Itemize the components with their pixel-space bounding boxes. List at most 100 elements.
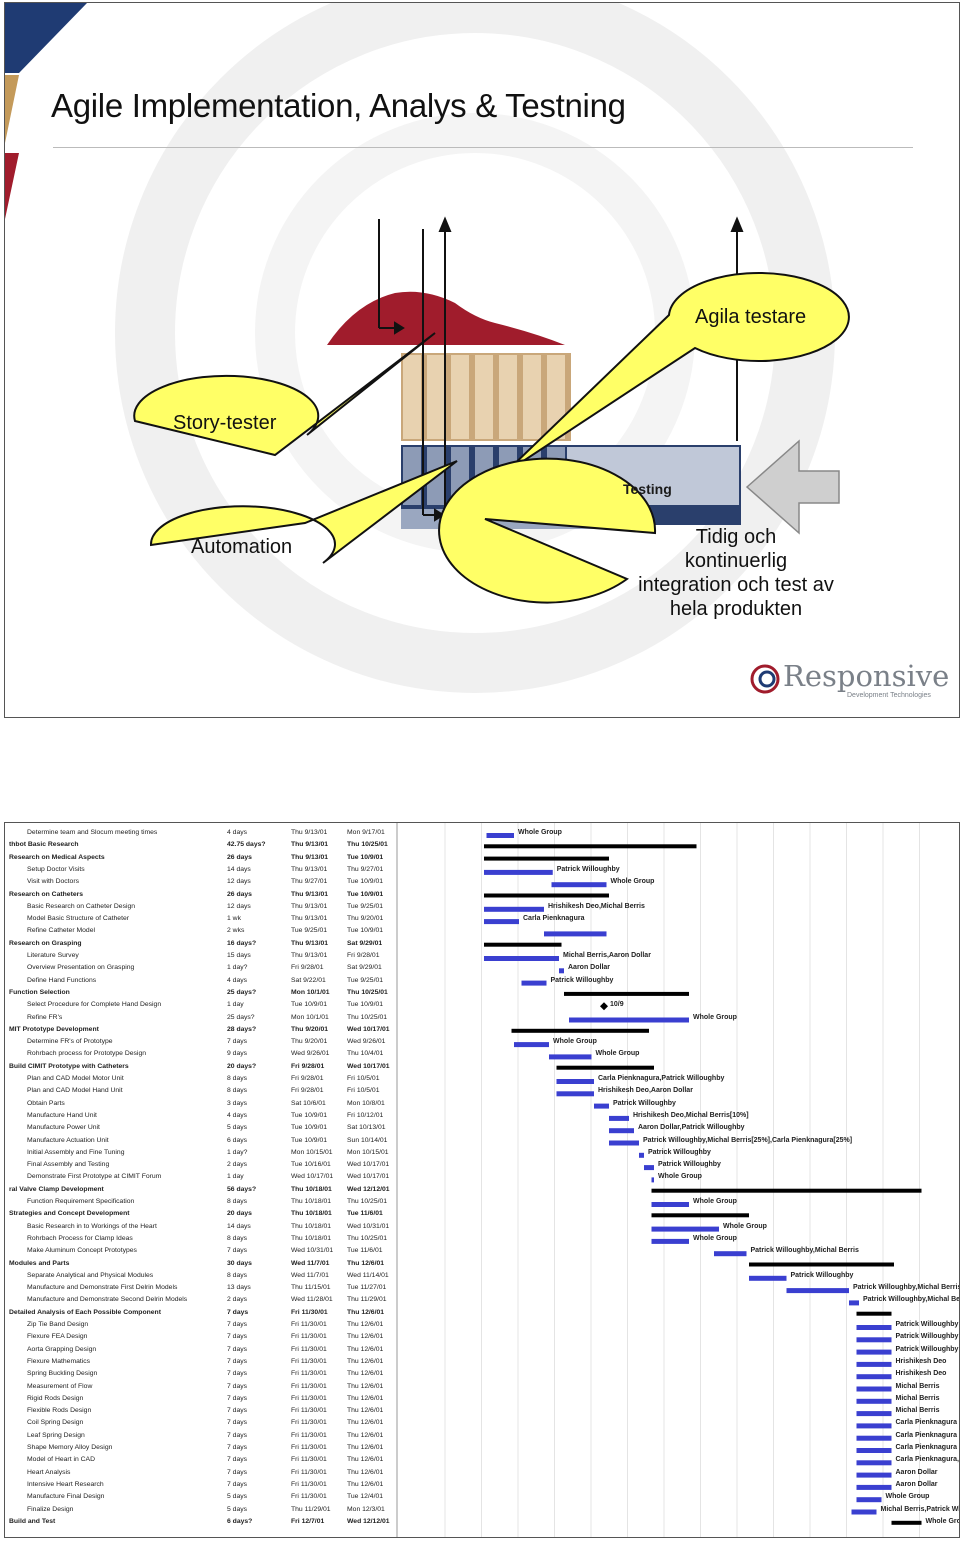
gantt-task-bar: [714, 1251, 747, 1257]
gantt-resource-label: Patrick Willoughby,Michal Berris: [863, 1296, 960, 1304]
bubble-tidig-line-3: integration och test av: [638, 574, 834, 596]
gantt-task-duration: 7 days: [227, 1407, 248, 1415]
gantt-task-finish: Thu 9/20/01: [347, 915, 384, 923]
gantt-task-finish: Thu 12/6/01: [347, 1407, 384, 1415]
gantt-task-duration: 4 days: [227, 829, 248, 836]
gantt-task-duration: 7 days: [227, 1333, 248, 1341]
gantt-resource-label: Whole Group: [518, 829, 562, 836]
gantt-task-duration: 7 days: [227, 1444, 248, 1451]
gantt-task-finish: Thu 10/4/01: [347, 1050, 384, 1058]
gantt-resource-label: Carla Pienknagura,Patrick Willoughby: [598, 1075, 725, 1082]
gantt-resource-label: Whole Group: [925, 1517, 960, 1525]
gantt-task-start: Fri 9/28/01: [291, 1062, 325, 1070]
gantt-task-bar: [556, 1079, 594, 1084]
gantt-task-name: Manufacture and Demonstrate First Delrin…: [27, 1284, 178, 1292]
gantt-task-name: Model of Heart in CAD: [27, 1456, 95, 1464]
gantt-task-start: Thu 9/13/01: [291, 841, 329, 849]
slide-background: [5, 3, 850, 694]
gantt-task-name: Plan and CAD Model Motor Unit: [27, 1075, 124, 1082]
gantt-task-name: Rigid Rods Design: [27, 1394, 84, 1402]
bubble-tidig-line-1: Tidig och: [695, 526, 777, 548]
gantt-resource-label: Carla Pienknagura: [523, 915, 585, 923]
gantt-summary-bar: [484, 856, 609, 861]
gantt-task-finish: Thu 10/25/01: [347, 988, 388, 996]
gantt-resource-label: Whole Group: [693, 1198, 737, 1205]
gantt-task-start: Fri 11/30/01: [291, 1493, 327, 1501]
gantt-task-finish: Tue 11/6/01: [347, 1210, 383, 1218]
gantt-resource-label: Carla Pienknagura,Aaron Dollar: [895, 1456, 960, 1464]
gantt-task-name: Heart Analysis: [27, 1468, 71, 1476]
gantt-summary-bar: [556, 1065, 654, 1070]
testing-label: Testing: [623, 481, 672, 497]
gantt-task-start: Fri 11/30/01: [291, 1394, 327, 1402]
bubble-story-tester: Story-tester: [173, 412, 277, 434]
gantt-resource-label: Patrick Willoughby: [895, 1333, 959, 1341]
gantt-task-name: Make Aluminum Concept Prototypes: [27, 1247, 137, 1255]
gantt-task-duration: 7 days: [227, 1382, 248, 1390]
gantt-task-start: Fri 9/28/01: [291, 1087, 324, 1095]
gantt-task-name: Setup Doctor Visits: [27, 865, 85, 873]
gantt-task-duration: 14 days: [227, 865, 251, 873]
grey-arrow-left: [745, 439, 840, 535]
gantt-task-duration: 8 days: [227, 1234, 248, 1242]
gantt-task-start: Thu 9/13/01: [291, 853, 329, 861]
gantt-task-duration: 9 days: [227, 1050, 248, 1058]
gantt-task-name: Research on Grasping: [9, 939, 82, 947]
gantt-task-bar: [639, 1152, 644, 1158]
gantt-task-name: Manufacture Final Design: [27, 1493, 105, 1501]
gantt-task-start: Fri 11/30/01: [291, 1407, 327, 1415]
gantt-task-finish: Fri 9/28/01: [347, 952, 380, 959]
gantt-task-bar: [856, 1398, 892, 1404]
gantt-task-finish: Thu 12/6/01: [347, 1431, 384, 1439]
gantt-task-duration: 30 days: [227, 1259, 252, 1267]
gantt-task-duration: 7 days: [227, 1431, 248, 1439]
gantt-task-finish: Thu 12/6/01: [347, 1370, 384, 1378]
gantt-task-finish: Mon 10/8/01: [347, 1099, 385, 1107]
bubble-story-shape: [133, 332, 436, 457]
gantt-task-bar: [856, 1423, 892, 1429]
gantt-task-name: Define Hand Functions: [27, 976, 97, 984]
gantt-task-name: Manufacture Hand Unit: [27, 1111, 97, 1119]
gantt-task-start: Tue 10/9/01: [291, 1136, 328, 1144]
gantt-task-bar: [856, 1411, 892, 1417]
gantt-task-duration: 56 days?: [227, 1185, 257, 1193]
gantt-task-finish: Wed 10/17/01: [347, 1025, 390, 1033]
gantt-task-start: Thu 9/20/01: [291, 1038, 328, 1046]
gantt-task-duration: 28 days?: [227, 1025, 257, 1033]
gantt-task-name: Plan and CAD Model Hand Unit: [27, 1087, 123, 1095]
gantt-task-name: Rohrbach Process for Clamp Ideas: [27, 1234, 133, 1242]
gantt-task-finish: Sat 10/13/01: [347, 1124, 386, 1132]
gantt-task-name: Finalize Design: [27, 1505, 74, 1513]
gantt-task-name: Refine FR's: [27, 1013, 63, 1021]
gantt-task-finish: Mon 12/3/01: [347, 1505, 385, 1513]
gantt-task-start: Fri 11/30/01: [291, 1308, 328, 1316]
gantt-task-finish: Thu 12/6/01: [347, 1357, 384, 1365]
gantt-task-start: Fri 11/30/01: [291, 1382, 327, 1390]
gantt-task-duration: 2 days: [227, 1296, 248, 1304]
gantt-task-finish: Thu 12/6/01: [347, 1456, 384, 1464]
gantt-task-name: Aorta Grapping Design: [27, 1345, 97, 1353]
gantt-task-finish: Tue 10/9/01: [347, 1001, 384, 1009]
gantt-task-start: Fri 9/28/01: [291, 1075, 324, 1082]
gantt-task-bar: [609, 1128, 634, 1134]
gantt-task-name: Detailed Analysis of Each Possible Compo…: [9, 1308, 161, 1316]
gantt-task-finish: Tue 9/25/01: [347, 902, 384, 910]
gantt-task-finish: Wed 10/31/01: [347, 1222, 390, 1230]
gantt-task-bar: [484, 956, 559, 961]
gantt-task-finish: Tue 9/25/01: [347, 976, 384, 984]
gantt-task-finish: Wed 10/17/01: [347, 1161, 390, 1169]
gantt-resource-label: Whole Group: [610, 878, 655, 886]
gantt-task-start: Thu 10/18/01: [291, 1198, 332, 1205]
gantt-task-name: thbot Basic Research: [9, 841, 79, 849]
gantt-task-name: Rohrbach process for Prototype Design: [27, 1050, 147, 1058]
gantt-task-duration: 5 days: [227, 1505, 248, 1513]
gantt-task-bar: [549, 1054, 592, 1060]
gantt-summary-bar: [564, 991, 689, 996]
gantt-bars-canvas: [396, 823, 922, 1537]
gantt-task-duration: 12 days: [227, 902, 251, 910]
gantt-resource-label: Aaron Dollar: [568, 964, 611, 972]
gantt-task-bar: [749, 1275, 787, 1281]
gantt-task-duration: 6 days: [227, 1136, 248, 1144]
gantt-task-duration: 8 days: [227, 1075, 248, 1082]
gantt-task-start: Tue 10/16/01: [291, 1161, 331, 1169]
